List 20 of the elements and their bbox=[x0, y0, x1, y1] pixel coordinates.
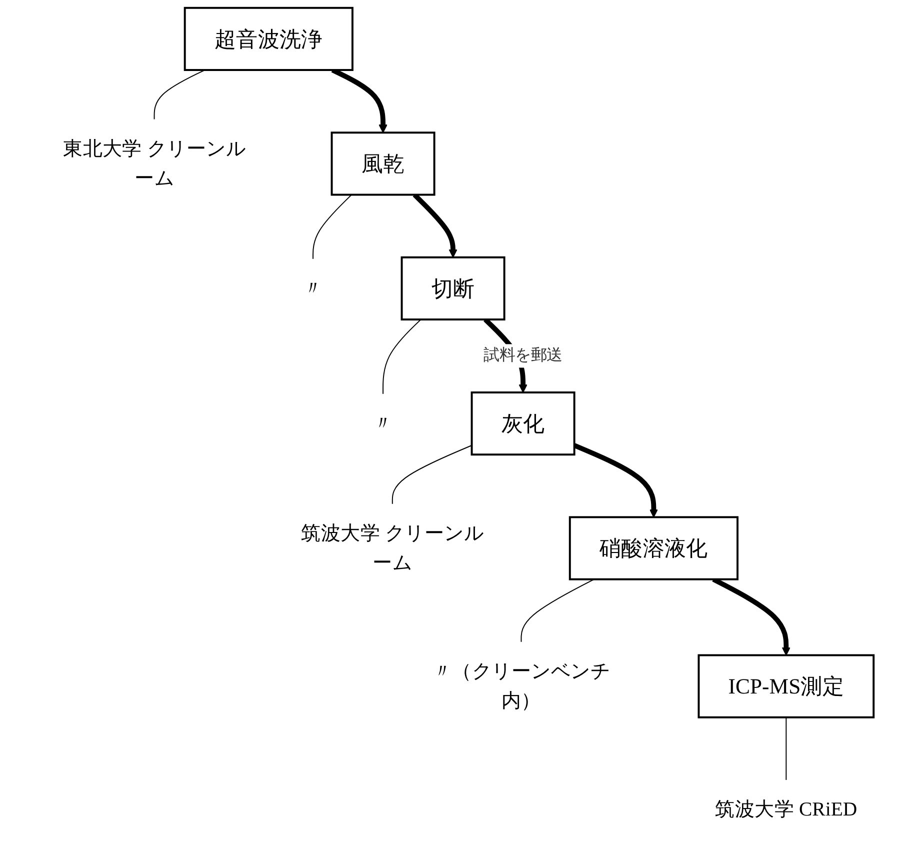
node-text: 筑波大学 CRiED bbox=[715, 798, 858, 820]
node-box: ICP-MS測定 bbox=[698, 654, 875, 718]
node-text: 東北大学 クリーンルーム bbox=[63, 138, 246, 190]
connector bbox=[154, 70, 206, 120]
edge-label: 試料を郵送 bbox=[484, 347, 563, 364]
node-box: 硝酸溶液化 bbox=[569, 516, 739, 580]
node-text: 〃 bbox=[373, 412, 394, 434]
connector bbox=[520, 578, 595, 642]
connector bbox=[786, 716, 787, 780]
connector bbox=[312, 194, 352, 260]
node-text: 〃（クリーンベンチ内） bbox=[432, 660, 610, 712]
connector bbox=[392, 444, 472, 504]
node-box: 風乾 bbox=[330, 132, 436, 196]
arrow bbox=[573, 443, 658, 518]
node-text: 筑波大学 クリーンルーム bbox=[301, 522, 484, 574]
connector bbox=[382, 318, 422, 394]
node-text: 〃 bbox=[303, 278, 323, 300]
node-box: 超音波洗浄 bbox=[184, 6, 354, 71]
node-box: 灰化 bbox=[470, 391, 576, 456]
node-box: 切断 bbox=[400, 256, 506, 320]
